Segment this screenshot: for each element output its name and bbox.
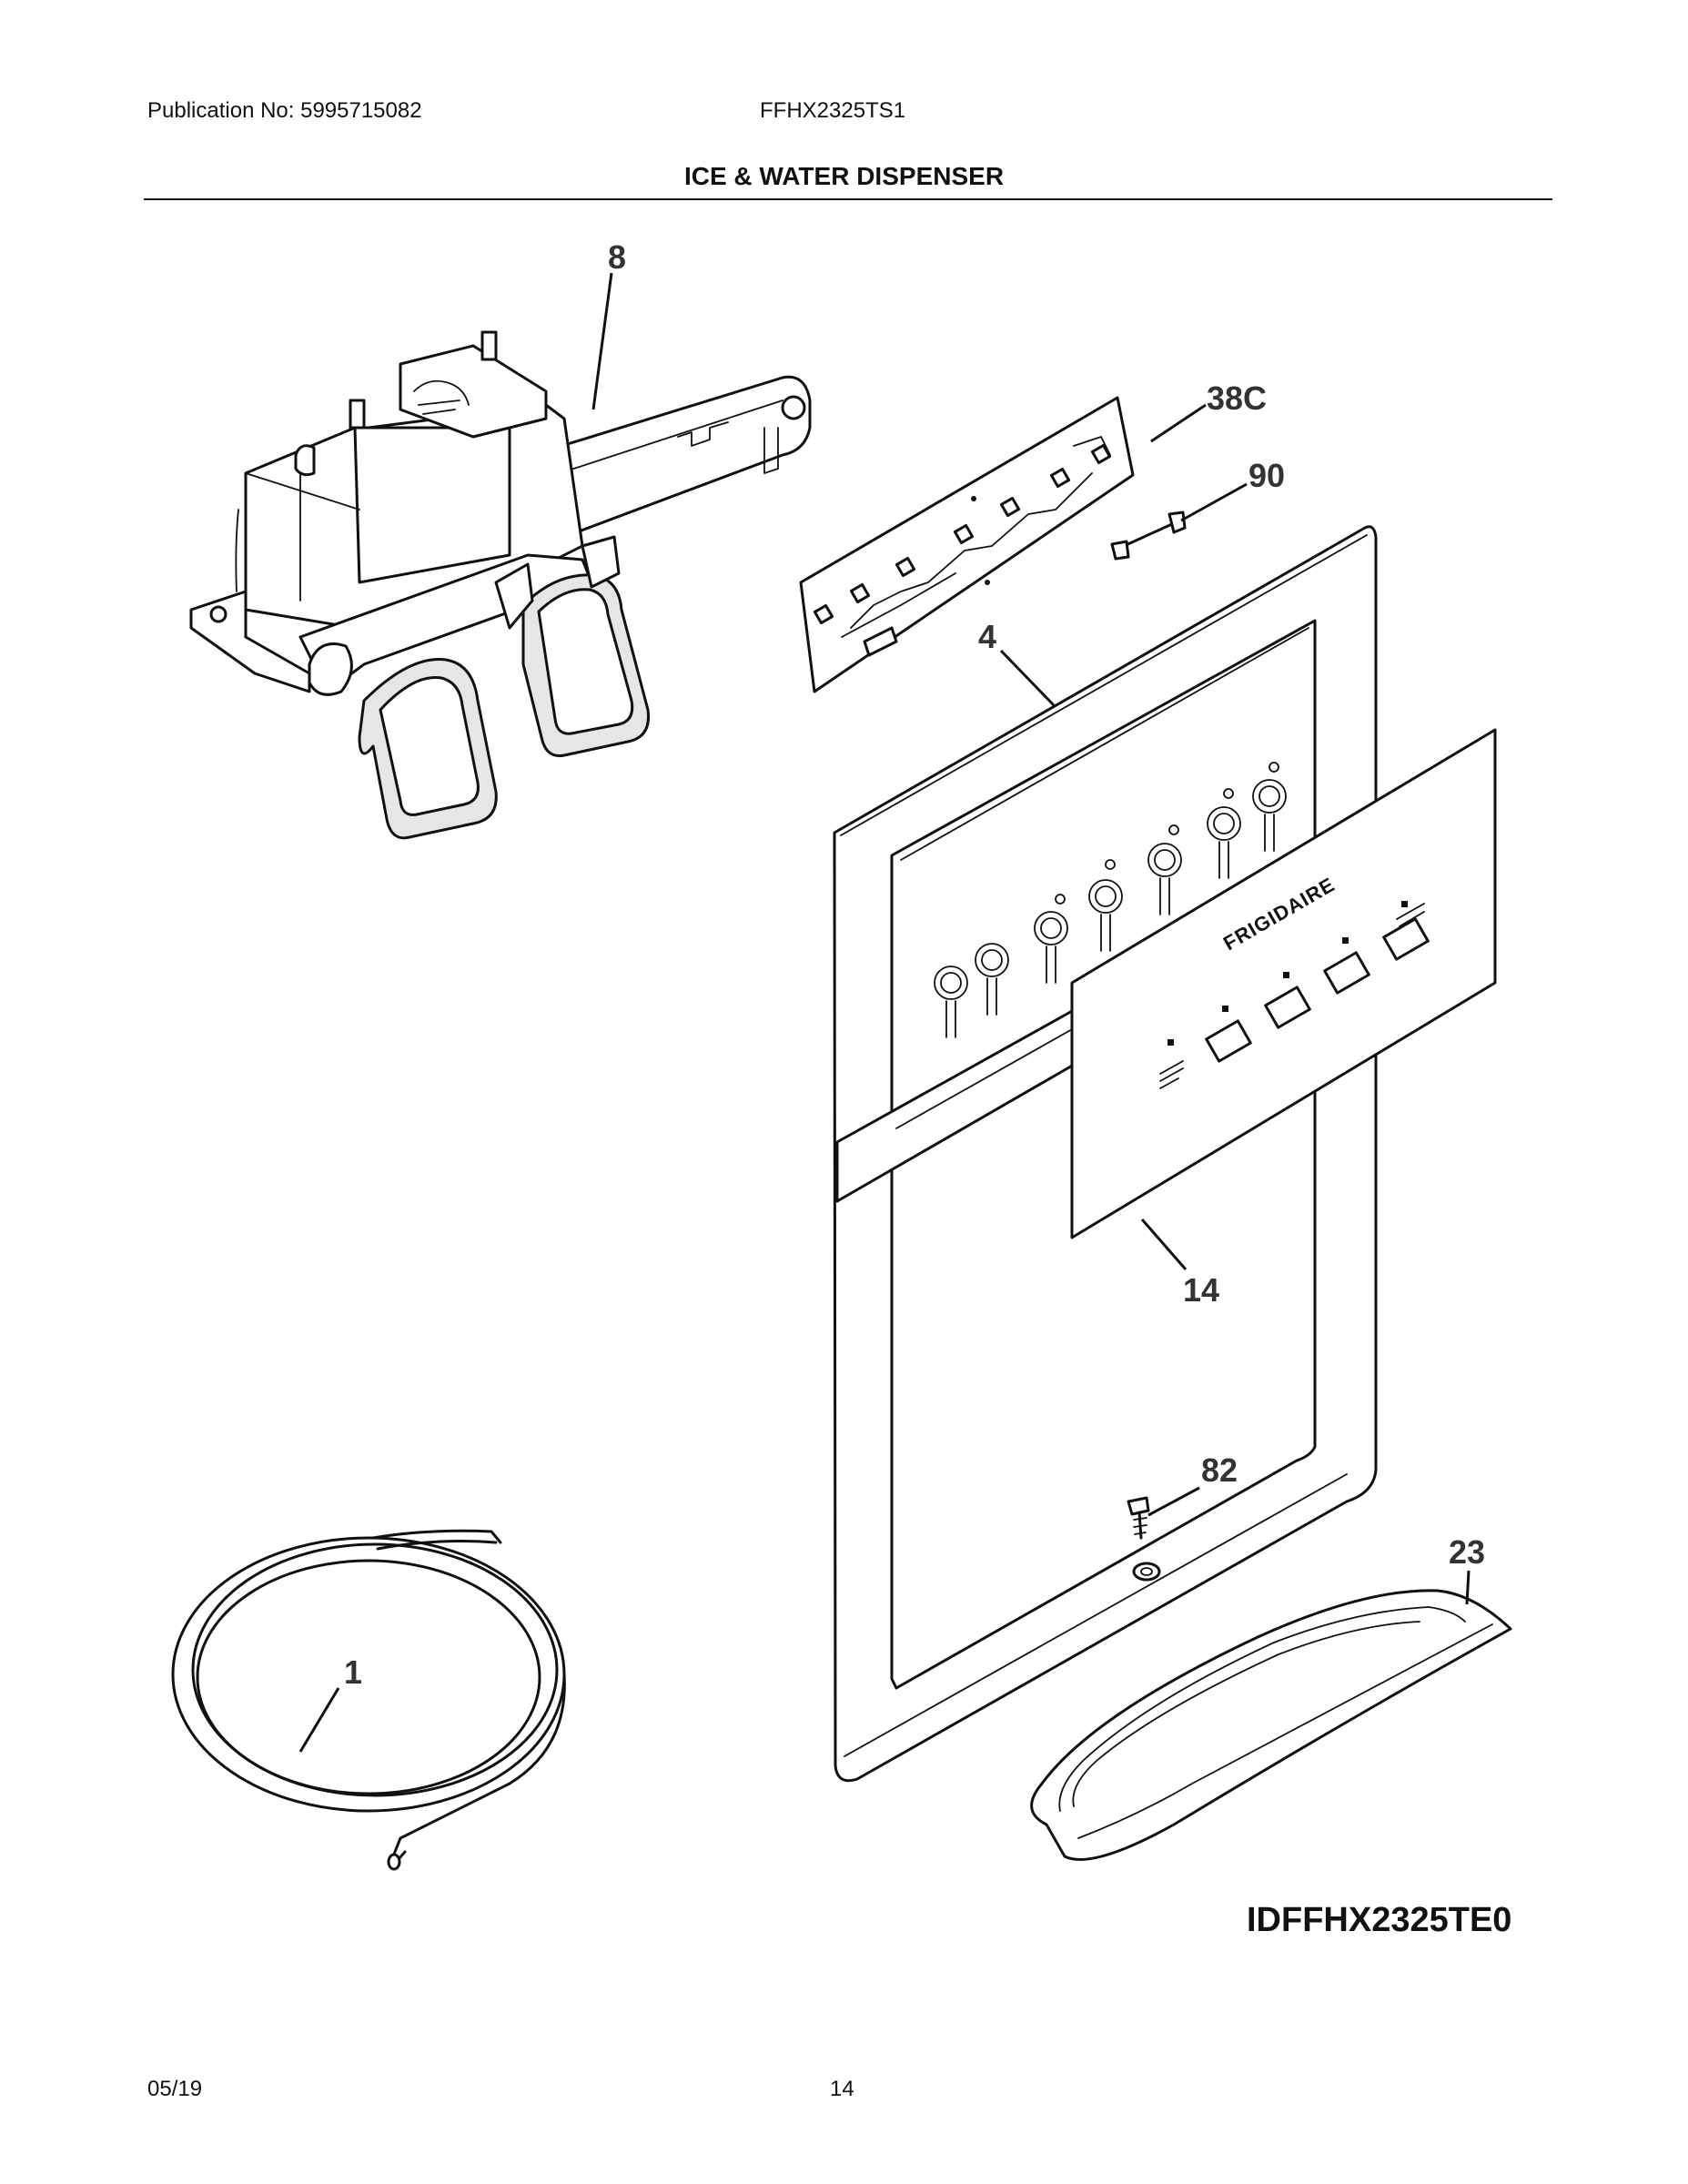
callout-90: 90 [1248, 457, 1285, 494]
title-rule [144, 198, 1552, 200]
part-23-drip-tray [1030, 1589, 1512, 1861]
panel-buttons [1159, 901, 1430, 1089]
board-switches [813, 443, 1112, 625]
footer-date: 05/19 [147, 2077, 203, 2101]
callout-1: 1 [344, 1653, 362, 1691]
frame-indicator-rings [934, 762, 1287, 1038]
leader-lines [298, 272, 1471, 1753]
footer-page-number: 14 [830, 2077, 854, 2101]
part-38c-control-board [799, 396, 1135, 693]
part-8-dispenser-actuator [189, 330, 812, 840]
part-82-screw [1127, 1496, 1161, 1582]
callout-4: 4 [978, 618, 996, 655]
callout-8: 8 [608, 238, 626, 276]
callout-38c: 38C [1207, 379, 1267, 417]
section-title: ICE & WATER DISPENSER [683, 162, 1005, 190]
callout-23: 23 [1449, 1533, 1485, 1571]
publication-number: Publication No: 5995715082 [147, 98, 422, 123]
callout-14: 14 [1183, 1271, 1219, 1309]
part-90-pin [1110, 511, 1187, 561]
callout-82: 82 [1201, 1451, 1238, 1489]
part-14-control-panel-overlay: FRIGIDAIRE [1070, 728, 1497, 1239]
drawing-id: IDFFHX2325TE0 [1247, 1901, 1511, 1939]
model-number: FFHX2325TS1 [760, 98, 906, 123]
part-1-water-tubing [171, 1529, 566, 1871]
